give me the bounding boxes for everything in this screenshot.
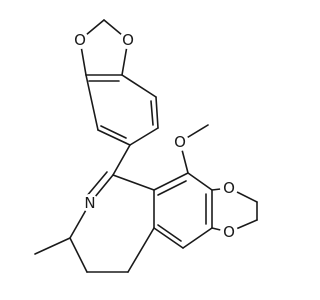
bond	[155, 96, 159, 129]
bond	[85, 171, 108, 198]
bond	[129, 127, 159, 146]
bond	[121, 74, 157, 98]
oxygen-label: O	[74, 31, 86, 49]
bond-layer	[34, 19, 258, 273]
oxygen-label: O	[223, 179, 235, 197]
oxygen-atom: O	[71, 31, 89, 49]
bond	[187, 172, 213, 191]
bond	[182, 227, 213, 249]
oxygen-atom: O	[220, 179, 238, 197]
oxygen-label: O	[174, 133, 186, 151]
oxygen-label: O	[122, 31, 134, 49]
bond	[157, 180, 187, 196]
oxygen-label: O	[223, 223, 235, 241]
bond	[150, 100, 154, 126]
oxygen-atom: O	[171, 133, 189, 151]
bond	[112, 174, 155, 191]
chemical-structure: O O O O O N	[34, 19, 258, 273]
bond	[112, 144, 131, 176]
bond	[34, 237, 71, 255]
atom-layer: O O O O O N	[71, 31, 238, 241]
bond	[69, 237, 88, 273]
bond	[127, 227, 155, 273]
oxygen-atom: O	[119, 31, 137, 49]
oxygen-atom: O	[220, 223, 238, 241]
nitrogen-label: N	[84, 194, 95, 212]
nitrogen-atom: N	[81, 194, 99, 212]
bond	[97, 129, 131, 146]
bond	[85, 74, 99, 131]
bond	[153, 227, 184, 249]
bond	[153, 172, 189, 191]
bond	[157, 224, 182, 242]
bond	[100, 125, 127, 139]
